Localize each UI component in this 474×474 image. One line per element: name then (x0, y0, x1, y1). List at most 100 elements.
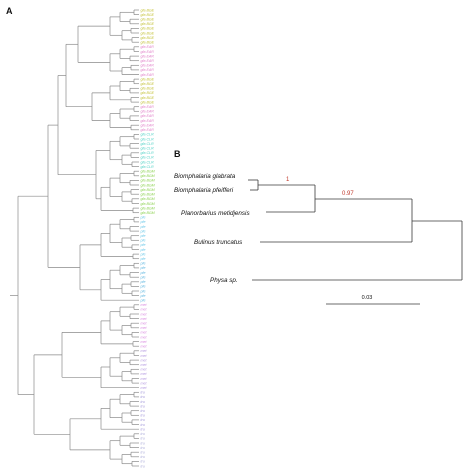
tip-label: met (141, 303, 148, 307)
tip-label: gfa BGE (141, 22, 155, 26)
tip-label: gfa BGE (141, 41, 155, 45)
tip-label: gfa BGE (141, 91, 155, 95)
tip-label: gfa BGE (141, 100, 155, 104)
tip-label: gfa BGE (141, 27, 155, 31)
tip-label: met (141, 331, 148, 335)
tip-label: met (141, 358, 148, 362)
tip-label: met (141, 372, 148, 376)
tip-label: pfe (140, 289, 146, 293)
tip-label: met (141, 317, 148, 321)
tip-label: pfe (140, 239, 146, 243)
tip-label: gfa BGE (141, 31, 155, 35)
tip-label: met (141, 349, 148, 353)
tip-label: gfa EAR (141, 110, 155, 114)
tip-label: pfe (140, 294, 146, 298)
tip-label: tru (141, 460, 145, 464)
tip-label: pfe (140, 216, 146, 220)
tip-label: tru (141, 441, 145, 445)
tip-label: met (141, 340, 148, 344)
tip-label: gfa CLR (141, 147, 155, 151)
tip-label: met (141, 368, 148, 372)
tip-label: pfe (140, 262, 146, 266)
tip-label: gfa BGM (141, 170, 155, 174)
tip-label: gfa EAR (141, 105, 155, 109)
tip-label: tru (141, 423, 145, 427)
tip-label: tru (141, 451, 145, 455)
tip-label: gfa CLR (141, 142, 155, 146)
tip-label: tru (141, 414, 145, 418)
tip-label: pfe (140, 276, 146, 280)
tip-label: met (141, 386, 148, 390)
tip-label: gfa BGM (141, 193, 155, 197)
tip-label: gfa BGE (141, 13, 155, 17)
tip-label: tru (141, 400, 145, 404)
tip-label: pfe (140, 243, 146, 247)
tip-label: gfa BGE (141, 96, 155, 100)
tip-label: gfa CLR (141, 160, 155, 164)
tip-label: met (141, 381, 148, 385)
taxon-physa: Physa sp. (210, 277, 238, 284)
tip-label: pfe (140, 266, 146, 270)
tip-label: met (141, 335, 148, 339)
tip-label: met (141, 308, 148, 312)
tip-label: met (141, 326, 148, 330)
tip-label: gfa BGE (141, 36, 155, 40)
tip-label: gfa BGM (141, 188, 155, 192)
tip-label: tru (141, 464, 145, 468)
tip-label: gfa EAR (141, 119, 155, 123)
tip-label: tru (141, 428, 145, 432)
tip-label: pfe (140, 299, 146, 303)
tip-label: pfe (140, 234, 146, 238)
panel-b-tree: Biomphalaria glabrata Biomphalaria pfeif… (174, 173, 463, 305)
tip-label: tru (141, 391, 145, 395)
tip-label: gfa EAR (141, 45, 155, 49)
taxon-truncatus: Bulinus truncatus (194, 239, 243, 246)
panel-b-label: B (174, 149, 181, 159)
taxon-metidjensis: Planorbarius metidjensis (181, 210, 250, 217)
tip-label: pfe (140, 252, 146, 256)
tip-label: gfa BGE (141, 8, 155, 12)
tip-label: met (141, 354, 148, 358)
tip-label: gfa EAR (141, 54, 155, 58)
taxon-glabrata: Biomphalaria glabrata (174, 173, 236, 180)
tip-label: pfe (140, 280, 146, 284)
tip-label: pfe (140, 229, 146, 233)
tip-label: gfa BGE (141, 87, 155, 91)
tip-label: tru (141, 432, 145, 436)
tip-label: tru (141, 395, 145, 399)
tip-label: gfa EAR (141, 128, 155, 132)
tip-label: gfa EAR (141, 124, 155, 128)
tip-label: gfa CLR (141, 137, 155, 141)
support-planorbid: 0.97 (342, 191, 354, 197)
tip-label: gfa EAR (141, 68, 155, 72)
tip-label: gfa BGE (141, 82, 155, 86)
tip-label: met (141, 377, 148, 381)
tip-label: gfa EAR (141, 59, 155, 63)
tip-label: tru (141, 446, 145, 450)
tip-label: gfa EAR (141, 50, 155, 54)
tip-label: gfa BGM (141, 183, 155, 187)
panel-a-label: A (6, 6, 13, 16)
tip-label: tru (141, 418, 145, 422)
tip-label: gfa BGE (141, 77, 155, 81)
scale-bar-label: 0.03 (362, 295, 373, 301)
tip-label: pfe (140, 285, 146, 289)
tip-label: gfa BGM (141, 211, 155, 215)
tip-label: gfa EAR (141, 73, 155, 77)
tip-label: gfa EAR (141, 114, 155, 118)
tip-label: gfa BGM (141, 202, 155, 206)
tip-label: gfa EAR (141, 64, 155, 68)
tip-label: tru (141, 455, 145, 459)
tip-label: pfe (140, 225, 146, 229)
tip-label: gfa CLR (141, 156, 155, 160)
tip-label: met (141, 322, 148, 326)
tip-label: tru (141, 409, 145, 413)
tip-label: tru (141, 437, 145, 441)
tip-label: gfa BGM (141, 179, 155, 183)
tip-label: gfa BGM (141, 174, 155, 178)
tip-label: gfa BGM (141, 197, 155, 201)
tip-label: pfe (140, 220, 146, 224)
tip-label: pfe (140, 271, 146, 275)
